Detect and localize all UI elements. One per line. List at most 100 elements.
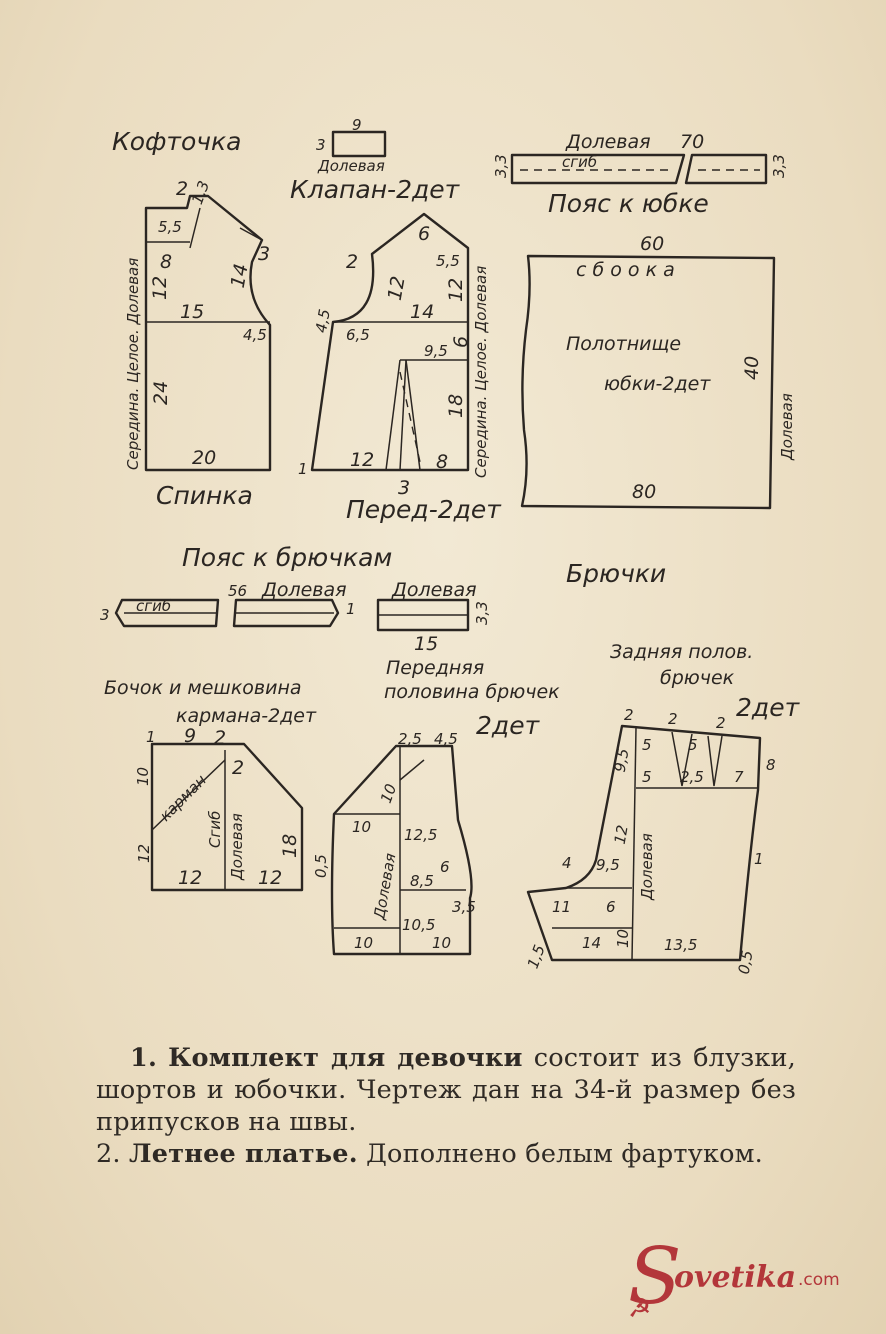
front-dim-9-5: 9,5: [424, 342, 448, 360]
bh-dim-13-5: 13,5: [664, 936, 697, 954]
trouser-belt-label: Пояс к брючкам: [182, 543, 392, 572]
watermark-domain: .com: [798, 1270, 840, 1290]
back-dim-24: 24: [150, 381, 172, 405]
fh-dim-8-5: 8,5: [410, 872, 434, 890]
flap-dim-height: 3: [316, 136, 326, 154]
pocket-grain: Долевая: [228, 813, 246, 881]
trouser-belt-grain-a: Долевая: [261, 579, 347, 601]
pocket-dim-1: 1: [146, 728, 156, 746]
fh-dim-0-5: 0,5: [312, 854, 330, 878]
pocket-dim-10: 10: [134, 767, 152, 786]
skirt-dim-top: 60: [640, 233, 664, 255]
sovetika-watermark: S ovetika .com ☭: [628, 1232, 878, 1324]
pocket-dim-9: 9: [184, 725, 196, 747]
pocket-label-line1: Бочок и мешковина: [104, 677, 302, 699]
blouse-front-piece: 2 6 5,5 12 14 12 4,5 6,5 9,5 6 18 12 8 1…: [298, 212, 490, 499]
skirt-belt-grain: Долевая: [565, 131, 651, 153]
caption-text: 1. Комплект для девочки состоит из блузк…: [96, 1042, 796, 1170]
front-half-label-line2: половина брючек: [384, 681, 560, 703]
bh-dim-8: 8: [766, 756, 776, 774]
back-side-text: Середина. Целое. Долевая: [124, 258, 142, 470]
bh-dim-14: 14: [582, 934, 601, 952]
bh-dim-2b: 2: [668, 710, 678, 728]
back-dim-14: 14: [227, 262, 253, 290]
skirt-panel-piece: 60 с б о о к а Полотнище юбки-2дет 40 До…: [520, 233, 796, 510]
trouser-belt-end-b: 1: [346, 600, 356, 618]
bh-dim-10: 10: [614, 929, 632, 948]
bh-dim-1: 1: [754, 850, 764, 868]
front-dim-6: 6: [418, 223, 430, 245]
watermark-initial: S: [628, 1232, 682, 1322]
bh-dim-5a: 5: [642, 736, 652, 754]
trouser-belt-width: 15: [414, 633, 438, 655]
hammer-sickle-icon: ☭: [628, 1294, 652, 1324]
skirt-label-line1: Полотнище: [566, 333, 681, 355]
fh-dim-10-5: 10,5: [402, 916, 435, 934]
back-dim-20: 20: [192, 447, 216, 469]
front-half-piece: 2,5 4,5 10 10 12,5 0,5 Долевая 8,5 6 3,5…: [312, 730, 476, 956]
bh-dim-7: 7: [734, 768, 744, 786]
front-half-count: 2дет: [476, 711, 541, 740]
pocket-dim-2a: 2: [214, 727, 226, 749]
flap-piece: 9 3 Долевая: [316, 116, 387, 175]
caption-p2-num: 2.: [96, 1139, 121, 1169]
caption-p1-bold: Комплект для девочки: [168, 1043, 523, 1073]
trousers-title: Брючки: [566, 559, 666, 588]
front-dim-4-5: 4,5: [312, 308, 334, 335]
back-dim-top: 2: [176, 178, 188, 200]
fh-dim-12-5: 12,5: [404, 826, 437, 844]
fh-dim-10d: 10: [432, 934, 451, 952]
fh-dim-2-5: 2,5: [398, 730, 422, 748]
front-dim-5-5: 5,5: [436, 252, 460, 270]
caption-p2-text: Дополнено белым фартуком.: [357, 1139, 763, 1169]
blouse-back-piece: 2 1,3 5,5 3 8 14 12 15 4,5 24 20 Середин…: [124, 178, 272, 472]
front-dim-12b: 12: [445, 278, 467, 302]
bh-dim-1-5: 1,5: [524, 942, 549, 971]
fh-dim-10c: 10: [354, 934, 373, 952]
front-dim-2: 2: [346, 251, 358, 273]
flap-dim-width: 9: [352, 116, 362, 134]
front-dim-18: 18: [445, 394, 467, 418]
bh-dim-4: 4: [562, 854, 572, 872]
skirt-belt-fold: сгиб: [562, 153, 597, 171]
front-dim-12a: 12: [384, 274, 410, 302]
bh-dim-5b: 5: [688, 736, 698, 754]
back-half-piece: 2 2 2 5 5 5 2,5 7 8 9,5 12 Долевая 1 4 9…: [524, 706, 776, 976]
blouse-title: Кофточка: [112, 127, 241, 156]
blouse-front-label: Перед-2дет: [346, 495, 502, 524]
trouser-belt-length: 56: [228, 582, 247, 600]
skirt-dim-bottom: 80: [632, 481, 656, 503]
back-dim-armhole: 3: [258, 243, 270, 265]
skirt-grain: Долевая: [778, 393, 796, 461]
skirt-top-note: с б о о к а: [576, 259, 675, 281]
front-dim-8: 8: [436, 451, 448, 473]
front-dim-1: 1: [298, 460, 308, 478]
pocket-word: карман: [156, 771, 210, 825]
blouse-back-label: Спинка: [156, 481, 253, 510]
front-dim-14: 14: [410, 301, 434, 323]
trouser-belt-end-a: 3: [100, 606, 110, 624]
back-dim-8: 8: [160, 251, 172, 273]
fh-dim-10b: 10: [352, 818, 371, 836]
bh-dim-2-5: 2,5: [680, 768, 704, 786]
bh-dim-11: 11: [552, 898, 571, 916]
front-dim-6-5: 6,5: [346, 326, 370, 344]
fh-dim-4-5: 4,5: [434, 730, 458, 748]
skirt-belt-end-left: 3,3: [492, 154, 510, 178]
bh-dim-9-5b: 9,5: [596, 856, 620, 874]
bh-dim-5c: 5: [642, 768, 652, 786]
back-dim-4-5: 4,5: [243, 326, 267, 344]
bh-dim-2a: 2: [624, 706, 634, 724]
fh-dim-6: 6: [440, 858, 450, 876]
caption-p2-bold: Летнее платье.: [129, 1139, 358, 1169]
skirt-dim-side: 40: [741, 356, 763, 380]
back-half-label-line1: Задняя полов.: [610, 641, 753, 663]
skirt-belt-label: Пояс к юбке: [548, 189, 709, 218]
pocket-dim-12c: 12: [258, 867, 282, 889]
fh-dim-3-5: 3,5: [452, 898, 476, 916]
skirt-label-line2: юбки-2дет: [604, 373, 711, 395]
back-dim-neck: 1,3: [188, 178, 213, 207]
pocket-piece: 1 9 2 10 2 карман Сгиб Долевая 12 18 12 …: [134, 725, 304, 892]
bh-dim-0-5: 0,5: [735, 949, 757, 976]
